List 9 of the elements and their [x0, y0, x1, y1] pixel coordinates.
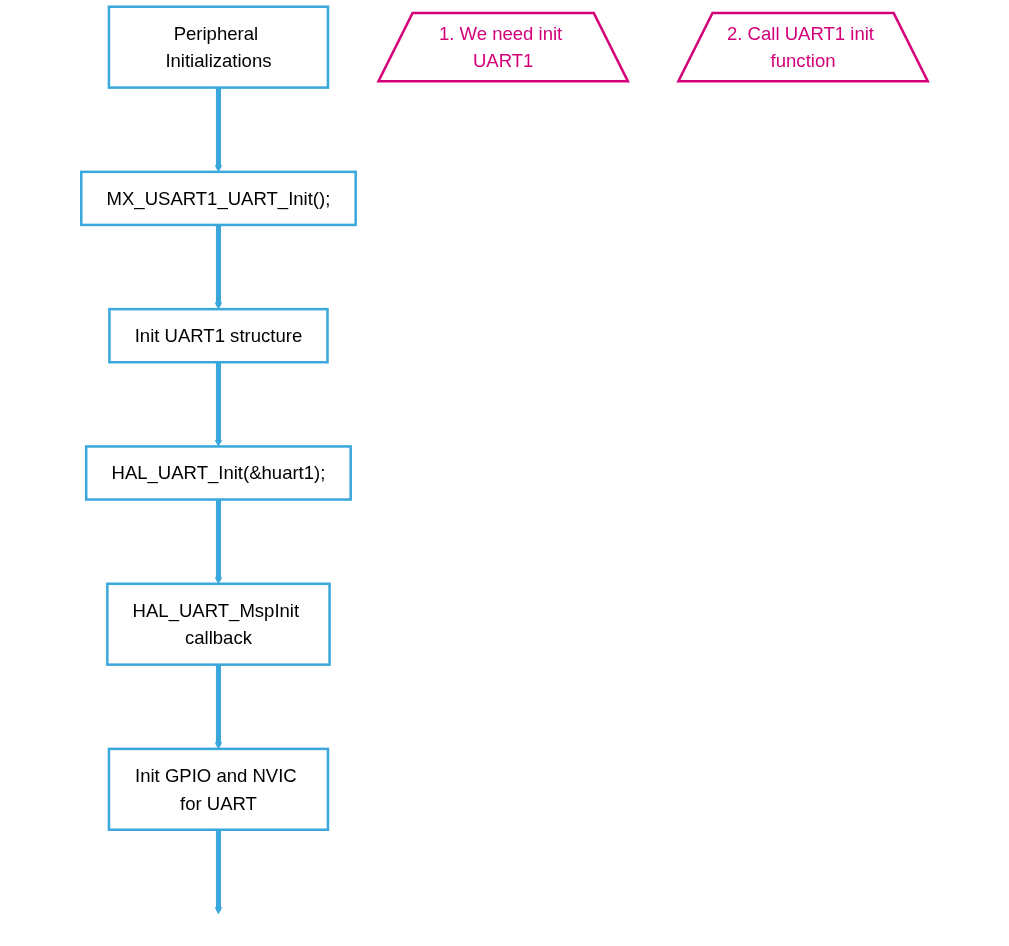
arrow: [214, 224, 223, 310]
node-box: HAL_UART_Init(&huart1);: [84, 445, 352, 501]
node-box: Init GPIO and NVIC for UART: [107, 747, 330, 831]
node-box: MX_USART1_UART_Init();: [80, 170, 357, 227]
arrow: [214, 362, 223, 447]
node-box: HAL_UART_MspInit callback: [106, 582, 331, 666]
arrow: [214, 829, 223, 915]
node-box: Init UART1 structure: [108, 307, 329, 364]
node-box: Peripheral Initializations: [107, 5, 330, 89]
